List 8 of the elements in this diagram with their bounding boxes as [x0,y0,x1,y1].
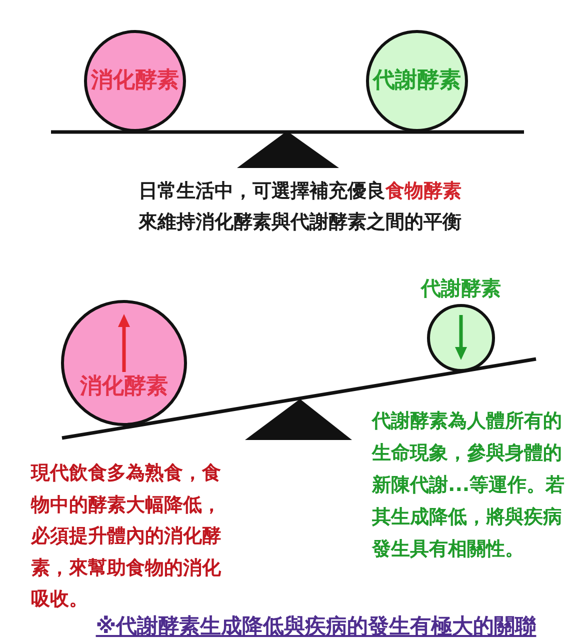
note-text: 日常生活中，可選擇補充優良食物酵素來維持消化酵素與代謝酵素之間的平衡 [137,179,462,235]
enzyme-label: 消化酵素 [80,373,168,401]
enzyme-label: 代謝酵素 [421,275,501,301]
footnote-text: ※代謝酵素生成降低與疾病的發生有極大的關聯 [96,614,536,639]
description-text: 現代飲食多為熟食，食物中的酵素大幅降低，必須提升體內的消化酵素，來幫助食物的消化吸收。 [31,461,222,612]
description-text: 代謝酵素為人體所有的生命現象，參與身體的新陳代謝...等運作。若其生成降低，將與疾病發生具有相關性。 [372,409,566,562]
enzyme-label: 消化酵素 [91,67,179,95]
enzyme-label: 代謝酵素 [373,67,461,95]
